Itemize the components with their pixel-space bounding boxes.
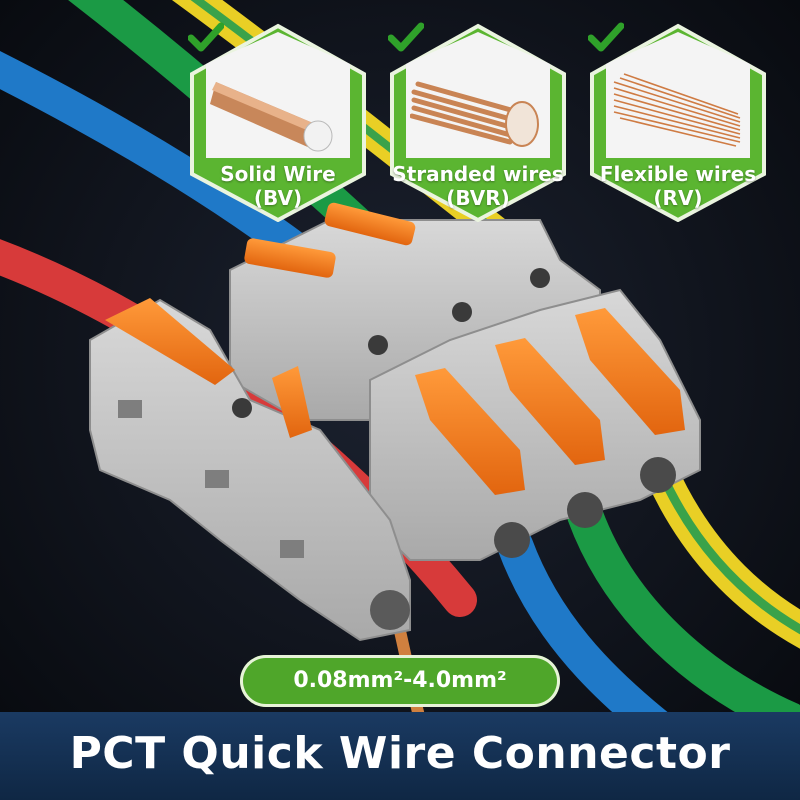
wire-port	[494, 522, 530, 558]
window-slot	[205, 470, 229, 488]
wire-size-spec: 0.08mm²-4.0mm²	[240, 655, 560, 707]
front-lever-2[interactable]	[495, 338, 605, 465]
connector-single	[89, 298, 411, 642]
window-slot	[118, 400, 142, 418]
check-icon	[588, 22, 624, 52]
test-hole	[368, 335, 388, 355]
green-wire-front	[567, 497, 800, 738]
badge-code: (BV)	[253, 186, 303, 210]
test-hole	[232, 398, 252, 418]
badge-label: Stranded wires	[392, 162, 564, 186]
badge-code: (BVR)	[446, 186, 510, 210]
badge-code: (RV)	[653, 186, 703, 210]
badge-label: Solid Wire	[220, 162, 336, 186]
lever-three-way-2[interactable]	[323, 201, 416, 246]
front-lever-3[interactable]	[575, 308, 685, 435]
badge-label: Flexible wires	[599, 162, 757, 186]
product-title: PCT Quick Wire Connector	[69, 728, 731, 779]
badge-stranded-wires: Stranded wires (BVR)	[388, 22, 568, 222]
lever-three-way-1[interactable]	[243, 237, 336, 278]
single-lever-raised[interactable]	[272, 366, 312, 438]
badge-solid-wire: Solid Wire (BV)	[188, 22, 368, 222]
connector-front-row	[369, 288, 701, 561]
check-icon	[188, 22, 224, 52]
wire-port	[370, 590, 410, 630]
test-hole	[530, 268, 550, 288]
single-lever-flat[interactable]	[105, 298, 235, 385]
test-hole	[452, 302, 472, 322]
check-icon	[388, 22, 424, 52]
solid-copper-rod-icon	[210, 82, 333, 152]
yellow-wire-stripe	[655, 465, 800, 635]
badge-flexible-wires: Flexible wires (RV)	[588, 22, 768, 222]
title-bar	[0, 712, 800, 800]
flexible-copper-strands-icon	[613, 73, 741, 147]
stranded-copper-bundle-icon	[410, 81, 539, 147]
wire-port	[640, 457, 676, 493]
window-slot	[280, 540, 304, 558]
front-lever-1[interactable]	[415, 368, 525, 495]
connector-single-body	[89, 298, 411, 642]
wire-port	[567, 492, 603, 528]
